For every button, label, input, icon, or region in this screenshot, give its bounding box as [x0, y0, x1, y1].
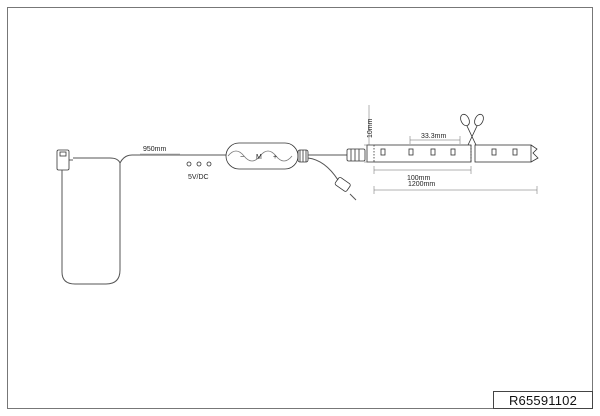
- dc-icon-1: [186, 161, 192, 167]
- usb-plug: [56, 149, 70, 171]
- strip-connector: [346, 148, 366, 162]
- led-6: [512, 148, 518, 156]
- button-minus-label: −: [240, 154, 244, 161]
- led-2: [408, 148, 414, 156]
- product-code-box: R65591102: [493, 391, 593, 409]
- cable-to-controller: [119, 154, 226, 164]
- scissors-icon: [460, 113, 484, 146]
- led-strip-segment-2: [474, 144, 532, 163]
- cable-length-label: 950mm: [143, 146, 167, 153]
- branch-cable: [307, 157, 339, 181]
- remote-controller: [225, 142, 299, 170]
- led-1: [380, 148, 386, 156]
- led-5: [491, 148, 497, 156]
- led-3: [430, 148, 436, 156]
- strip-break-mark: [530, 144, 539, 163]
- usb-plug-tip: [59, 151, 67, 157]
- product-code: R65591102: [508, 392, 578, 408]
- usb-cable: [61, 157, 121, 285]
- segment-length-label: 100mm: [407, 175, 431, 182]
- cut-interval-label: 33.3mm: [421, 133, 446, 140]
- button-plus-label: +: [273, 154, 277, 161]
- led-4: [450, 148, 456, 156]
- dc-icon-2: [196, 161, 202, 167]
- button-mode-label: M: [256, 154, 262, 161]
- voltage-label: 5V/DC: [188, 174, 209, 181]
- drawing-frame: [7, 7, 593, 409]
- total-length-label: 1200mm: [408, 181, 435, 188]
- dc-icon-3: [206, 161, 212, 167]
- secondary-connector: [334, 177, 351, 192]
- led-strip-segment-1: [366, 144, 472, 163]
- strip-height-label: 10mm: [367, 118, 374, 138]
